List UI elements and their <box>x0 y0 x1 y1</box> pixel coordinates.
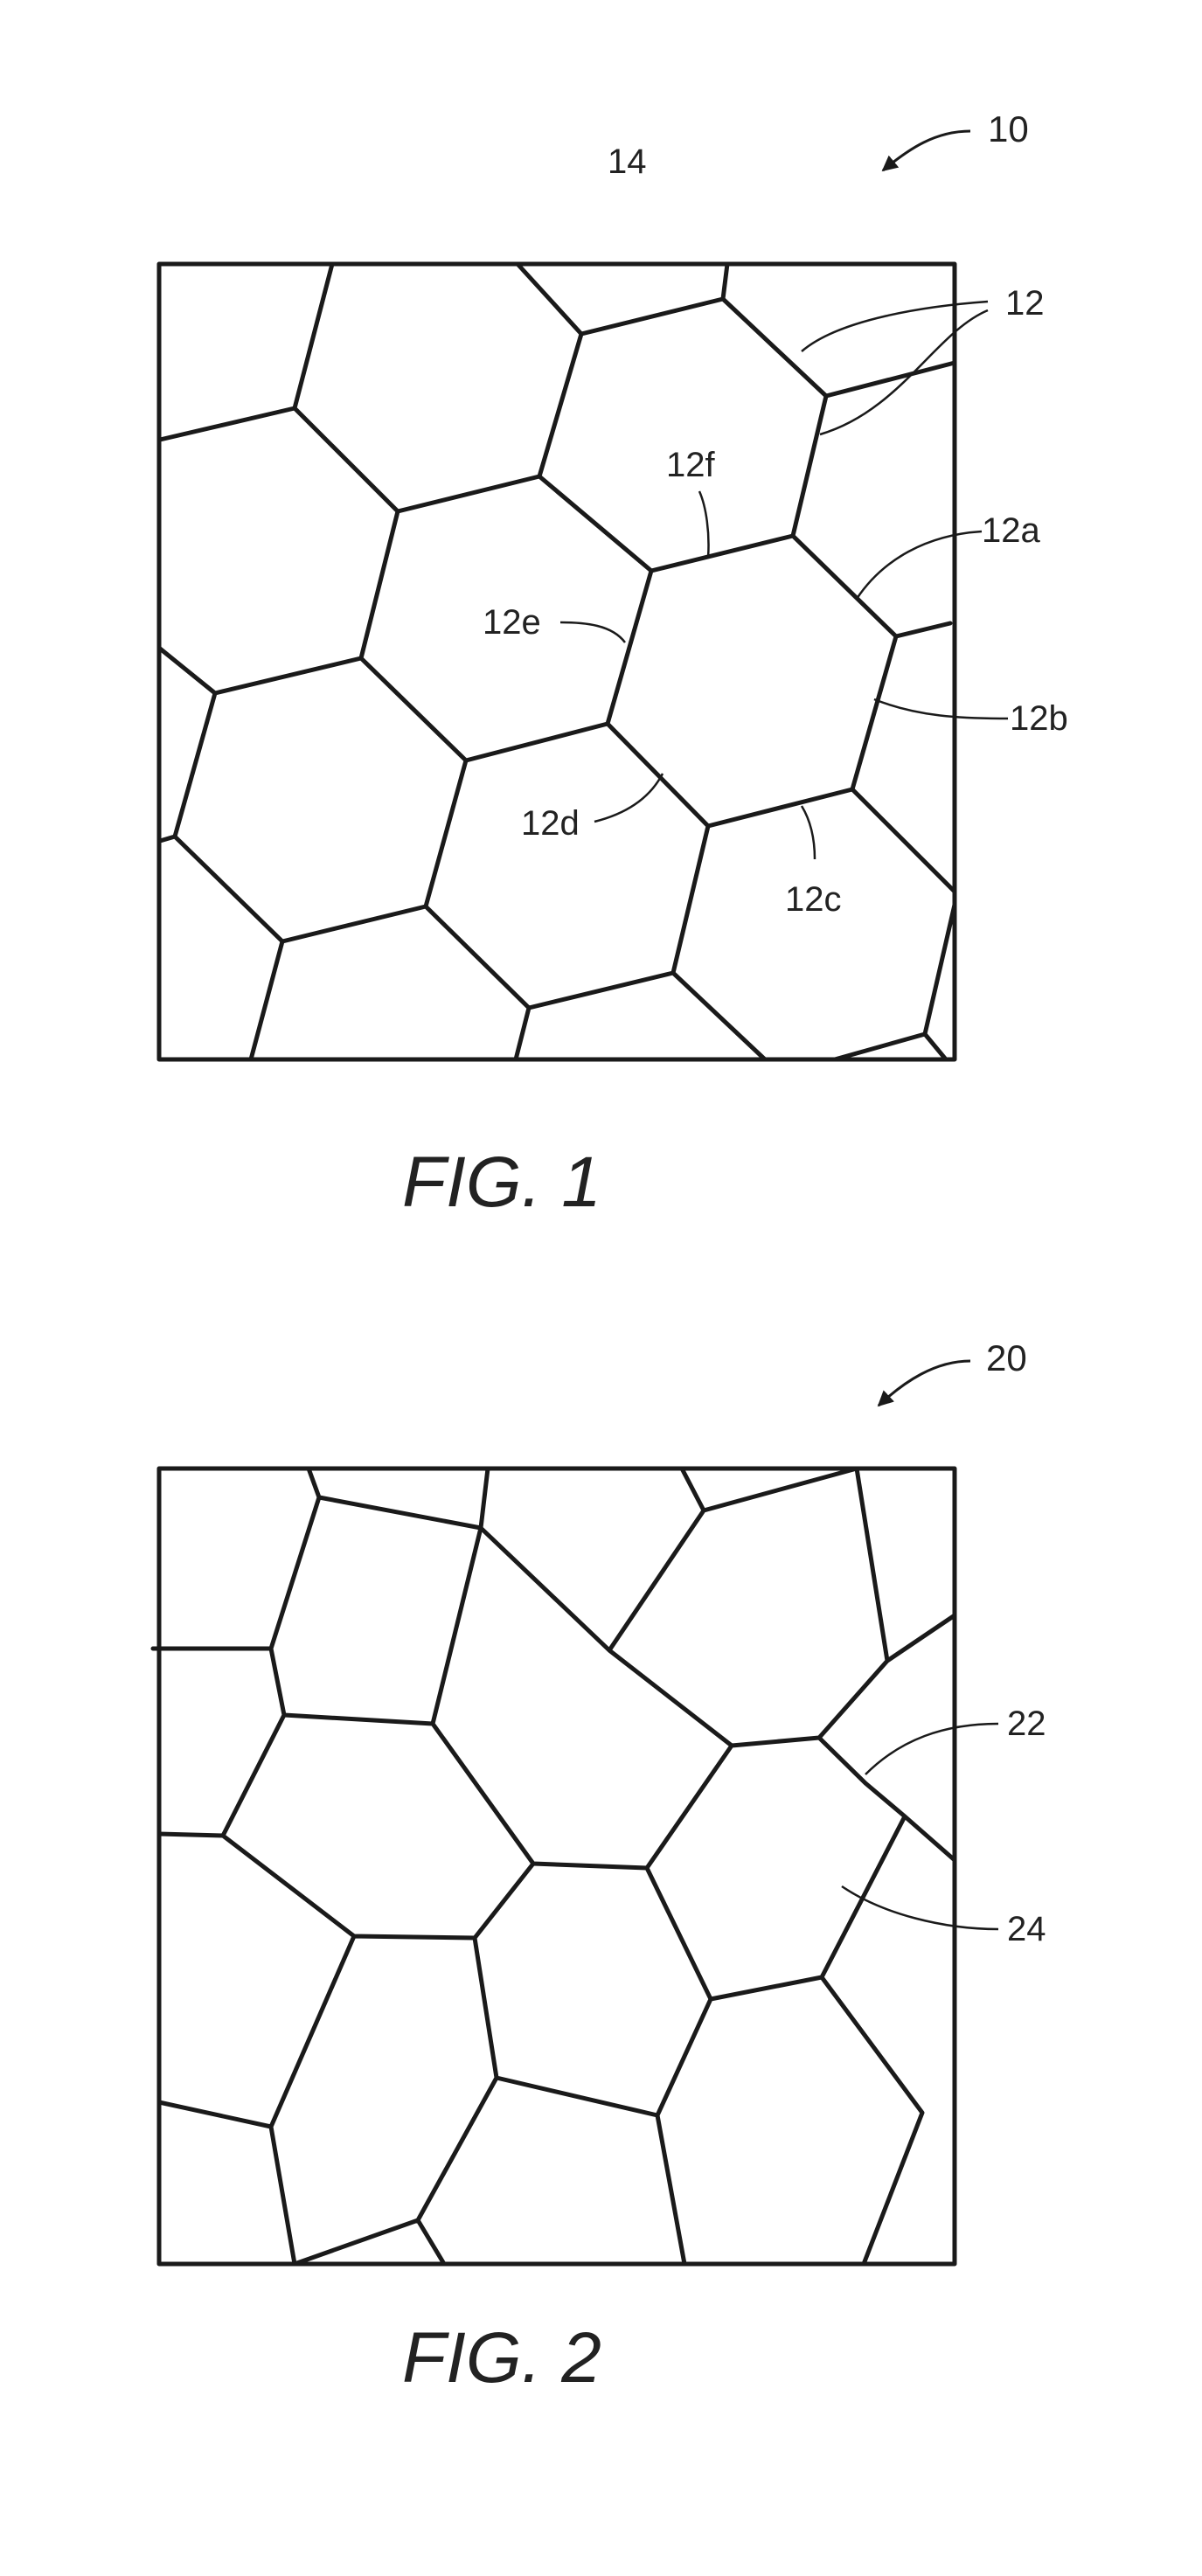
fig2-leader-lines <box>841 1722 999 1931</box>
fig2-labels: 22 24 <box>1007 1705 1046 1948</box>
figure-2-caption: FIG. 2 <box>402 2318 601 2398</box>
irregular-cell-pattern <box>150 1466 957 2267</box>
leader-12c <box>800 805 816 860</box>
fig1-labels: 14 12 12a 12b 12c 12d 12e 12f <box>483 142 1068 919</box>
label-24: 24 <box>1007 1910 1046 1948</box>
label-12b: 12b <box>1010 699 1068 738</box>
label-12c: 12c <box>785 880 842 919</box>
cell-boundaries <box>157 261 957 1062</box>
label-12d: 12d <box>521 804 580 843</box>
leader-12-upper <box>801 300 989 352</box>
leader-12b <box>873 698 1009 720</box>
reference-numeral-10: 10 <box>988 108 1029 149</box>
leader-22 <box>865 1722 999 1775</box>
leader-24 <box>841 1885 999 1931</box>
label-22: 22 <box>1007 1705 1046 1743</box>
reference-numeral-20: 20 <box>986 1337 1027 1378</box>
leader-12e <box>559 621 626 643</box>
leader-12f <box>698 490 710 559</box>
hexagonal-cell-pattern <box>156 261 957 1062</box>
label-12f: 12f <box>666 446 715 484</box>
fig1-leader-lines <box>559 300 1009 860</box>
label-12: 12 <box>1005 284 1045 323</box>
label-12a: 12a <box>982 511 1040 550</box>
label-14: 14 <box>608 142 647 181</box>
reference-arrow-20 <box>877 1359 971 1407</box>
fig2-frame <box>156 1466 957 2267</box>
fig1-frame <box>156 261 957 1062</box>
figure-2: 20 22 24 FIG. 2 <box>150 1337 1046 2398</box>
leader-12a <box>855 530 983 600</box>
leader-12d <box>594 773 664 823</box>
figure-1-caption: FIG. 1 <box>402 1142 601 1222</box>
cell-boundaries <box>150 1466 957 2267</box>
figure-1: 10 14 12 12a 12b 12c 12d 12e 1 <box>156 108 1068 1222</box>
label-12e: 12e <box>483 603 541 642</box>
reference-arrow-10 <box>881 129 971 172</box>
leader-12-lower <box>819 309 989 436</box>
